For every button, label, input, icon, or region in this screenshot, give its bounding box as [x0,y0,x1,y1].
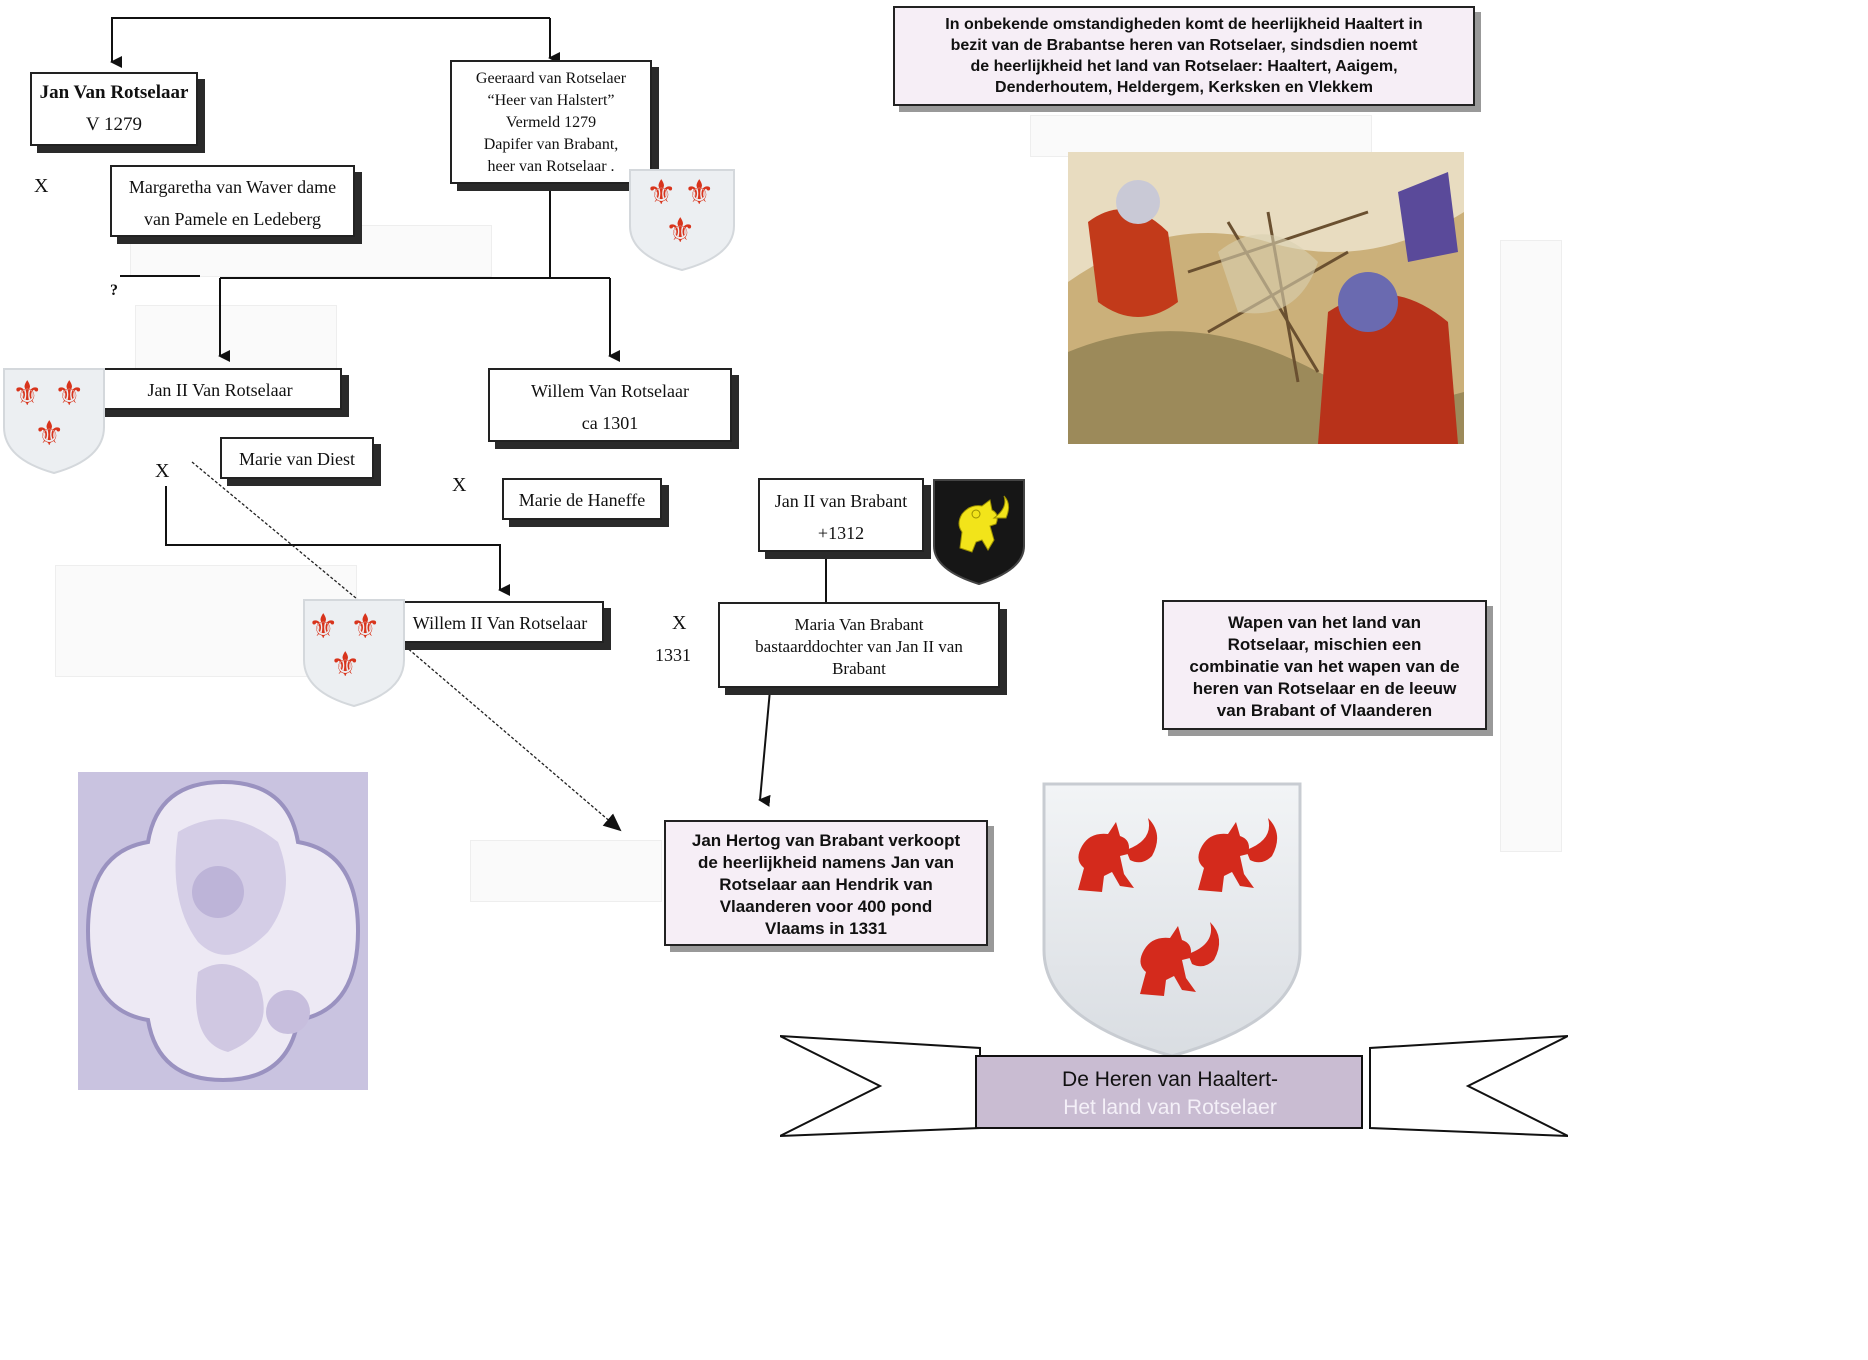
person-name: Jan II Van Rotselaar [147,380,293,400]
background-watermark [1030,115,1372,157]
note-line: combinatie van het wapen van de [1189,657,1460,676]
background-watermark [1500,240,1562,852]
svg-text:⚜: ⚜ [665,211,695,251]
person-detail: +1312 [817,523,865,543]
person-marie-de-haneffe: Marie de Haneffe [502,478,662,520]
person-margaretha-van-waver: Margaretha van Waver dame van Pamele en … [110,165,355,237]
maria-line: bastaarddochter van Jan II van [755,637,963,656]
manuscript-battle-image [1068,152,1464,444]
svg-text:⚜: ⚜ [330,645,360,685]
note-sale-1331: Jan Hertog van Brabant verkoopt de heerl… [664,820,988,946]
marriage-year: 1331 [655,645,691,665]
note-line: Rotselaar aan Hendrik van [719,875,933,894]
person-detail: V 1279 [85,114,143,135]
svg-text:⚜: ⚜ [34,414,64,454]
geeraard-line: “Heer van Halstert” [487,92,615,109]
margaretha-line: Margaretha van Waver dame [128,177,337,197]
note-line: In onbekende omstandigheden komt de heer… [945,16,1423,33]
marriage-mark: X [34,175,49,197]
person-name: Marie de Haneffe [518,490,646,510]
person-geeraard-van-rotselaer: Geeraard van Rotselaer “Heer van Halster… [450,60,652,184]
note-line: Jan Hertog van Brabant verkoopt [691,831,961,850]
title-line-2: Het land van Rotselaer [1063,1096,1277,1119]
rotselaer-shield-icon: ⚜ ⚜ ⚜ [303,599,405,708]
person-willem-ii-van-rotselaar: Willem II Van Rotselaar [396,601,604,643]
person-marie-van-diest: Marie van Diest [220,437,374,479]
title-line-1: De Heren van Haaltert- [1062,1068,1278,1091]
person-maria-van-brabant: Maria Van Brabant bastaarddochter van Ja… [718,602,1000,688]
note-line: heren van Rotselaar en de leeuw [1192,679,1457,698]
maria-line: Brabant [832,659,886,678]
background-watermark [135,305,337,377]
margaretha-line: van Pamele en Ledeberg [143,209,322,229]
rotselaer-shield-icon: ⚜ ⚜ ⚜ [629,169,735,272]
note-line: bezit van de Brabantse heren van Rotsela… [950,37,1418,54]
person-jan-van-rotselaar: Jan Van Rotselaar V 1279 [30,72,198,146]
unknown-mark: ? [110,282,118,299]
title-banner [780,1035,1568,1137]
note-haaltert-history: In onbekende omstandigheden komt de heer… [893,6,1475,106]
geeraard-line: Vermeld 1279 [505,114,597,131]
svg-text:⚜: ⚜ [54,374,84,414]
svg-text:⚜: ⚜ [308,607,338,647]
person-detail: ca 1301 [581,413,639,433]
person-jan-ii-van-rotselaar: Jan II Van Rotselaar [98,368,342,410]
geeraard-line: Geeraard van Rotselaer [475,70,627,87]
quatrefoil-relief-image [78,772,368,1090]
person-name: Willem Van Rotselaar [531,381,689,401]
note-line: Wapen van het land van [1227,613,1422,632]
marriage-mark: X [452,474,467,496]
maria-line: Maria Van Brabant [794,615,924,634]
geeraard-line: Dapifer van Brabant, [483,136,619,153]
svg-text:⚜: ⚜ [12,374,42,414]
note-line: de heerlijkheid het land van Rotselaer: … [970,58,1398,75]
note-line: Vlaams in 1331 [765,919,887,938]
person-name: Marie van Diest [239,449,355,469]
rotselaer-shield-icon: ⚜ ⚜ ⚜ [3,368,105,475]
svg-text:⚜: ⚜ [684,173,714,213]
person-name: Jan Van Rotselaar [39,82,189,103]
note-line: van Brabant of Vlaanderen [1216,701,1433,720]
person-name: Jan II van Brabant [774,491,908,511]
geeraard-line: heer van Rotselaar . [487,158,615,175]
background-watermark [470,840,662,902]
note-wapen: Wapen van het land van Rotselaar, mischi… [1162,600,1487,730]
person-willem-van-rotselaar: Willem Van Rotselaar ca 1301 [488,368,732,442]
note-line: Denderhoutem, Heldergem, Kerksken en Vle… [995,79,1373,96]
marriage-mark: X [155,460,170,482]
marriage-mark: X [672,612,687,634]
note-line: Rotselaar, mischien een [1227,635,1422,654]
person-jan-ii-van-brabant: Jan II van Brabant +1312 [758,478,924,552]
brabant-lion-shield-icon [933,479,1025,586]
land-van-rotselaer-shield-icon [1042,782,1302,1058]
note-line: Vlaanderen voor 400 pond [719,897,933,916]
person-name: Willem II Van Rotselaar [412,613,588,633]
svg-text:⚜: ⚜ [646,173,676,213]
note-line: de heerlijkheid namens Jan van [697,853,955,872]
svg-text:⚜: ⚜ [350,607,380,647]
